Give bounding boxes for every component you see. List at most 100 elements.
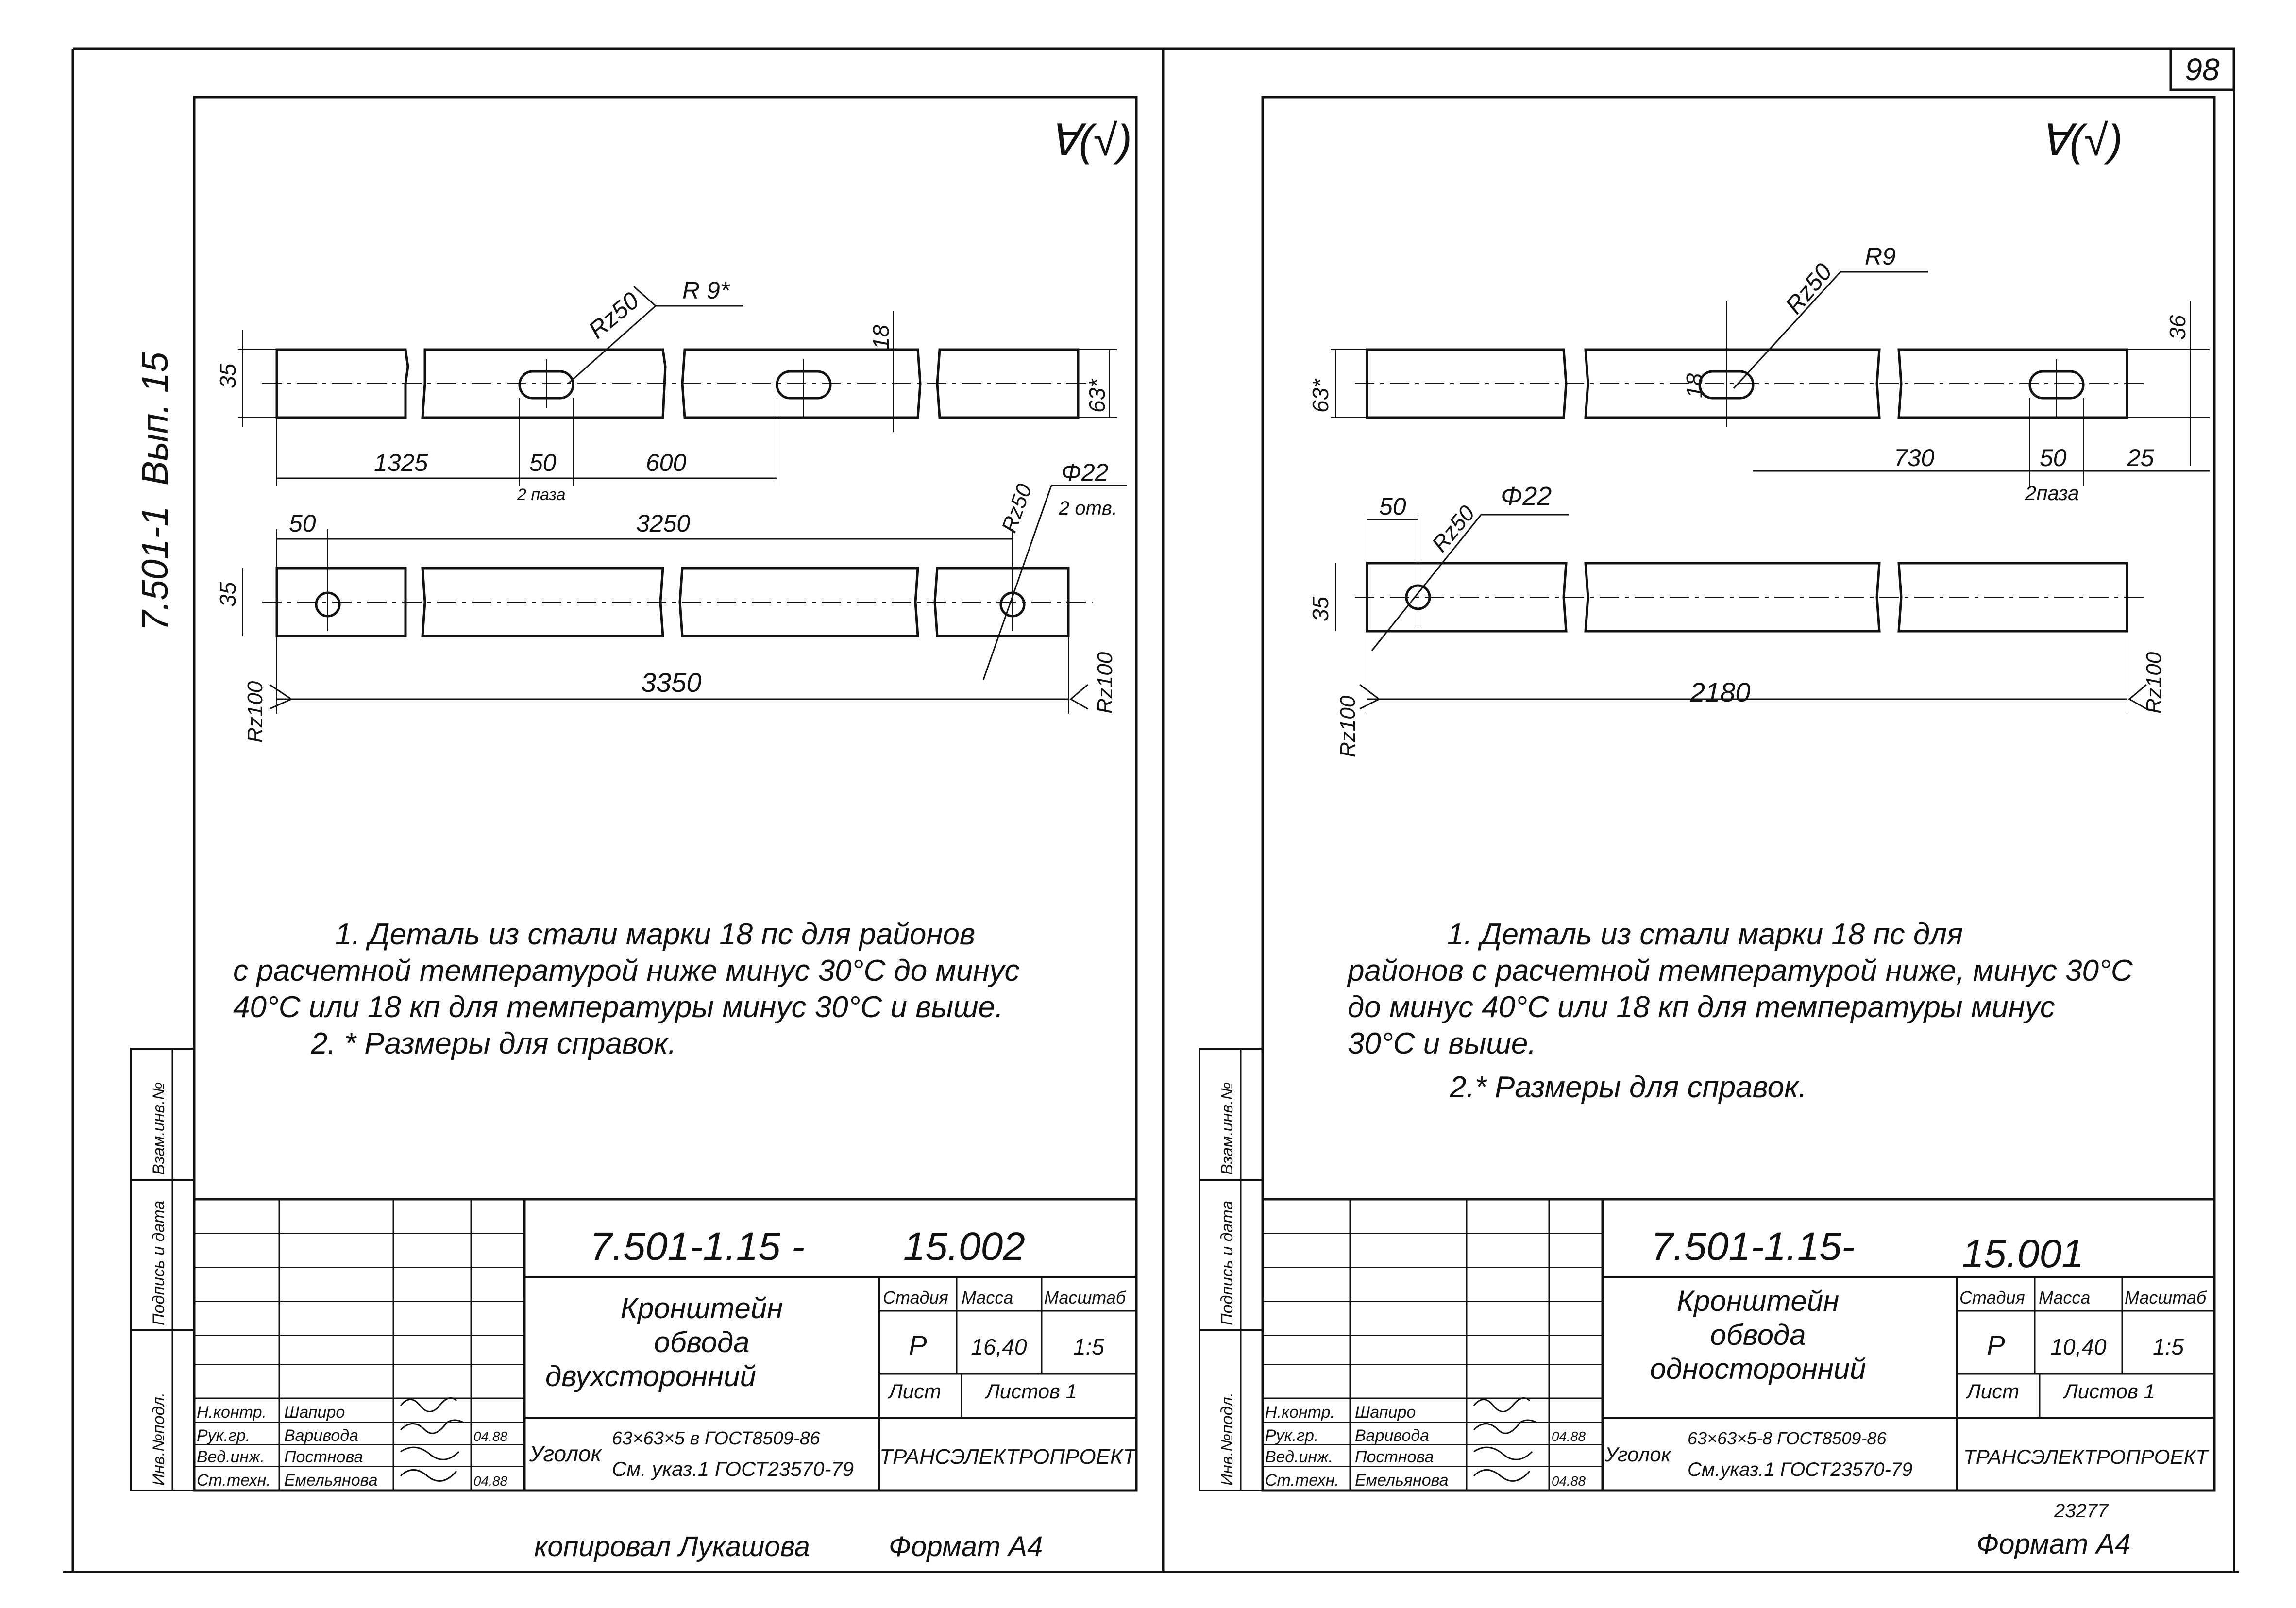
left-material-line1: 63×63×5 в ГОСТ8509-86 bbox=[612, 1428, 821, 1449]
left-side-code: 7.501-1 bbox=[135, 506, 176, 631]
right-material-line1: 63×63×5-8 ГОСТ8509-86 bbox=[1688, 1428, 1887, 1448]
right-note-line: 1. Деталь из стали марки 18 пс для bbox=[1447, 918, 1963, 951]
left-person: Варивода bbox=[284, 1426, 358, 1445]
right-rz50-top: Rz50 bbox=[1780, 258, 1838, 319]
right-dim-36: 36 bbox=[2165, 315, 2190, 340]
left-stamp-sign: Подпись и дата bbox=[150, 1201, 168, 1325]
left-hole-note: 2 отв. bbox=[1058, 498, 1117, 519]
right-hole-dia: Φ22 bbox=[1501, 482, 1552, 511]
right-slot-note: 2паза bbox=[2025, 482, 2079, 504]
right-sheet-number: 15.001 bbox=[1962, 1232, 2084, 1276]
page-number: 98 bbox=[2185, 52, 2220, 87]
right-dim-18: 18 bbox=[1682, 373, 1707, 398]
right-date: 04.88 bbox=[1552, 1429, 1586, 1444]
left-note-line: 40°С или 18 кп для температуры минус 30°… bbox=[233, 990, 1003, 1024]
left-sheet-number: 15.002 bbox=[903, 1224, 1025, 1269]
left-dim-35-bottom: 35 bbox=[215, 582, 240, 607]
right-role: Н.контр. bbox=[1265, 1403, 1335, 1422]
left-note-line: 1. Деталь из стали марки 18 пс для район… bbox=[335, 918, 975, 951]
right-dim-50-slot: 50 bbox=[2040, 444, 2067, 471]
right-role: Рук.гр. bbox=[1265, 1426, 1318, 1445]
left-person: Емельянова bbox=[284, 1471, 378, 1490]
signature-scribbles bbox=[400, 1397, 1537, 1482]
right-bottom-part bbox=[1335, 514, 2147, 714]
left-material-line2: См. указ.1 ГОСТ23570-79 bbox=[612, 1457, 854, 1480]
right-scale-label: Масштаб bbox=[2125, 1288, 2207, 1307]
right-stamp-inv: Инв.№подл. bbox=[1218, 1392, 1236, 1486]
right-r9: R9 bbox=[1865, 243, 1896, 270]
left-role: Рук.гр. bbox=[197, 1426, 250, 1445]
right-dim-2180: 2180 bbox=[1689, 677, 1751, 707]
right-top-part bbox=[1331, 271, 2210, 486]
left-top-part bbox=[238, 285, 1117, 486]
left-mass-label: Масса bbox=[962, 1288, 1013, 1307]
left-designation: 7.501-1.15 - bbox=[590, 1224, 805, 1269]
left-sheets-label: Листов 1 bbox=[984, 1380, 1077, 1403]
left-scale: 1:5 bbox=[1073, 1334, 1104, 1359]
right-dim-50-bottom: 50 bbox=[1379, 493, 1406, 520]
right-mass: 10,40 bbox=[2050, 1334, 2107, 1359]
right-note-line: 2.* Размеры для справок. bbox=[1449, 1071, 1807, 1104]
right-stamp-sign: Подпись и дата bbox=[1218, 1201, 1236, 1325]
left-dim-1325: 1325 bbox=[374, 449, 428, 476]
left-organization: ТРАНСЭЛЕКТРОПРОЕКТ bbox=[879, 1445, 1137, 1469]
right-name-line: обвода bbox=[1710, 1319, 1806, 1351]
left-person: Шапиро bbox=[284, 1403, 345, 1422]
left-roughness-mark: ∀(√) bbox=[1049, 117, 1132, 165]
right-role: Вед.инж. bbox=[1265, 1448, 1333, 1466]
left-date: 04.88 bbox=[473, 1474, 507, 1489]
right-note-line: до минус 40°С или 18 кп для температуры … bbox=[1348, 990, 2055, 1024]
right-note-line: 30°С и выше. bbox=[1348, 1027, 1536, 1060]
left-person: Постнова bbox=[284, 1448, 363, 1466]
left-dim-3350: 3350 bbox=[641, 667, 702, 698]
right-dim-63: 63* bbox=[1308, 378, 1333, 413]
right-roughness-mark: ∀(√) bbox=[2040, 117, 2123, 165]
left-r9: R 9* bbox=[682, 277, 730, 304]
left-rz50-top: Rz50 bbox=[583, 286, 644, 344]
right-rz100-left: Rz100 bbox=[1336, 695, 1360, 757]
right-sheets-label: Листов 1 bbox=[2062, 1380, 2155, 1403]
left-dim-63: 63* bbox=[1084, 378, 1110, 413]
right-dim-730: 730 bbox=[1894, 444, 1935, 471]
left-footer-copied: копировал Лукашова bbox=[534, 1531, 810, 1562]
right-notes: 1. Деталь из стали марки 18 пс для район… bbox=[1347, 918, 2133, 1104]
left-rz100-right: Rz100 bbox=[1093, 652, 1117, 714]
left-role: Н.контр. bbox=[197, 1403, 267, 1422]
left-rz50-bottom: Rz50 bbox=[997, 481, 1036, 536]
left-footer-format: Формат А4 bbox=[889, 1531, 1043, 1562]
left-dim-50-bottom: 50 bbox=[289, 510, 316, 537]
right-designation: 7.501-1.15- bbox=[1651, 1224, 1855, 1269]
left-name-line: обвода bbox=[654, 1326, 749, 1358]
right-footer-format: Формат А4 bbox=[1976, 1528, 2130, 1560]
left-dim-600: 600 bbox=[646, 449, 687, 476]
left-rz100-left: Rz100 bbox=[243, 681, 267, 743]
right-stage-label: Стадия bbox=[1959, 1288, 2025, 1307]
right-rz50-bottom: Rz50 bbox=[1427, 500, 1480, 556]
right-sheet-label: Лист bbox=[1965, 1380, 2019, 1403]
right-person: Варивода bbox=[1355, 1426, 1429, 1445]
right-name-line: односторонний bbox=[1650, 1353, 1866, 1385]
right-dim-25: 25 bbox=[2127, 444, 2154, 471]
left-stamp-replace: Взам.инв.№ bbox=[150, 1082, 168, 1175]
left-name-line: Кронштейн bbox=[621, 1292, 783, 1324]
right-date: 04.88 bbox=[1552, 1474, 1586, 1489]
right-organization: ТРАНСЭЛЕКТРОПРОЕКТ bbox=[1963, 1445, 2210, 1468]
right-material-line2: См.указ.1 ГОСТ23570-79 bbox=[1688, 1459, 1912, 1480]
left-scale-label: Масштаб bbox=[1044, 1288, 1127, 1307]
left-mass: 16,40 bbox=[971, 1334, 1027, 1359]
right-stamp-replace: Взам.инв.№ bbox=[1218, 1082, 1236, 1175]
left-dim-50-slot: 50 bbox=[529, 449, 557, 476]
left-hole-dia: Φ22 bbox=[1061, 459, 1109, 486]
right-rz100-right: Rz100 bbox=[2142, 652, 2166, 714]
left-stamp-inv: Инв.№подл. bbox=[150, 1392, 168, 1486]
right-mass-label: Масса bbox=[2039, 1288, 2090, 1307]
right-material-prefix: Уголок bbox=[1604, 1443, 1672, 1466]
left-role: Ст.техн. bbox=[197, 1471, 271, 1490]
right-note-line: районов с расчетной температурой ниже, м… bbox=[1347, 954, 2133, 988]
left-note-line: 2. * Размеры для справок. bbox=[310, 1027, 676, 1060]
left-slot-note: 2 паза bbox=[517, 486, 566, 504]
right-stage: Р bbox=[1987, 1330, 2005, 1360]
left-material-prefix: Уголок bbox=[529, 1441, 603, 1466]
left-side-issue: Вып. 15 bbox=[135, 352, 176, 486]
